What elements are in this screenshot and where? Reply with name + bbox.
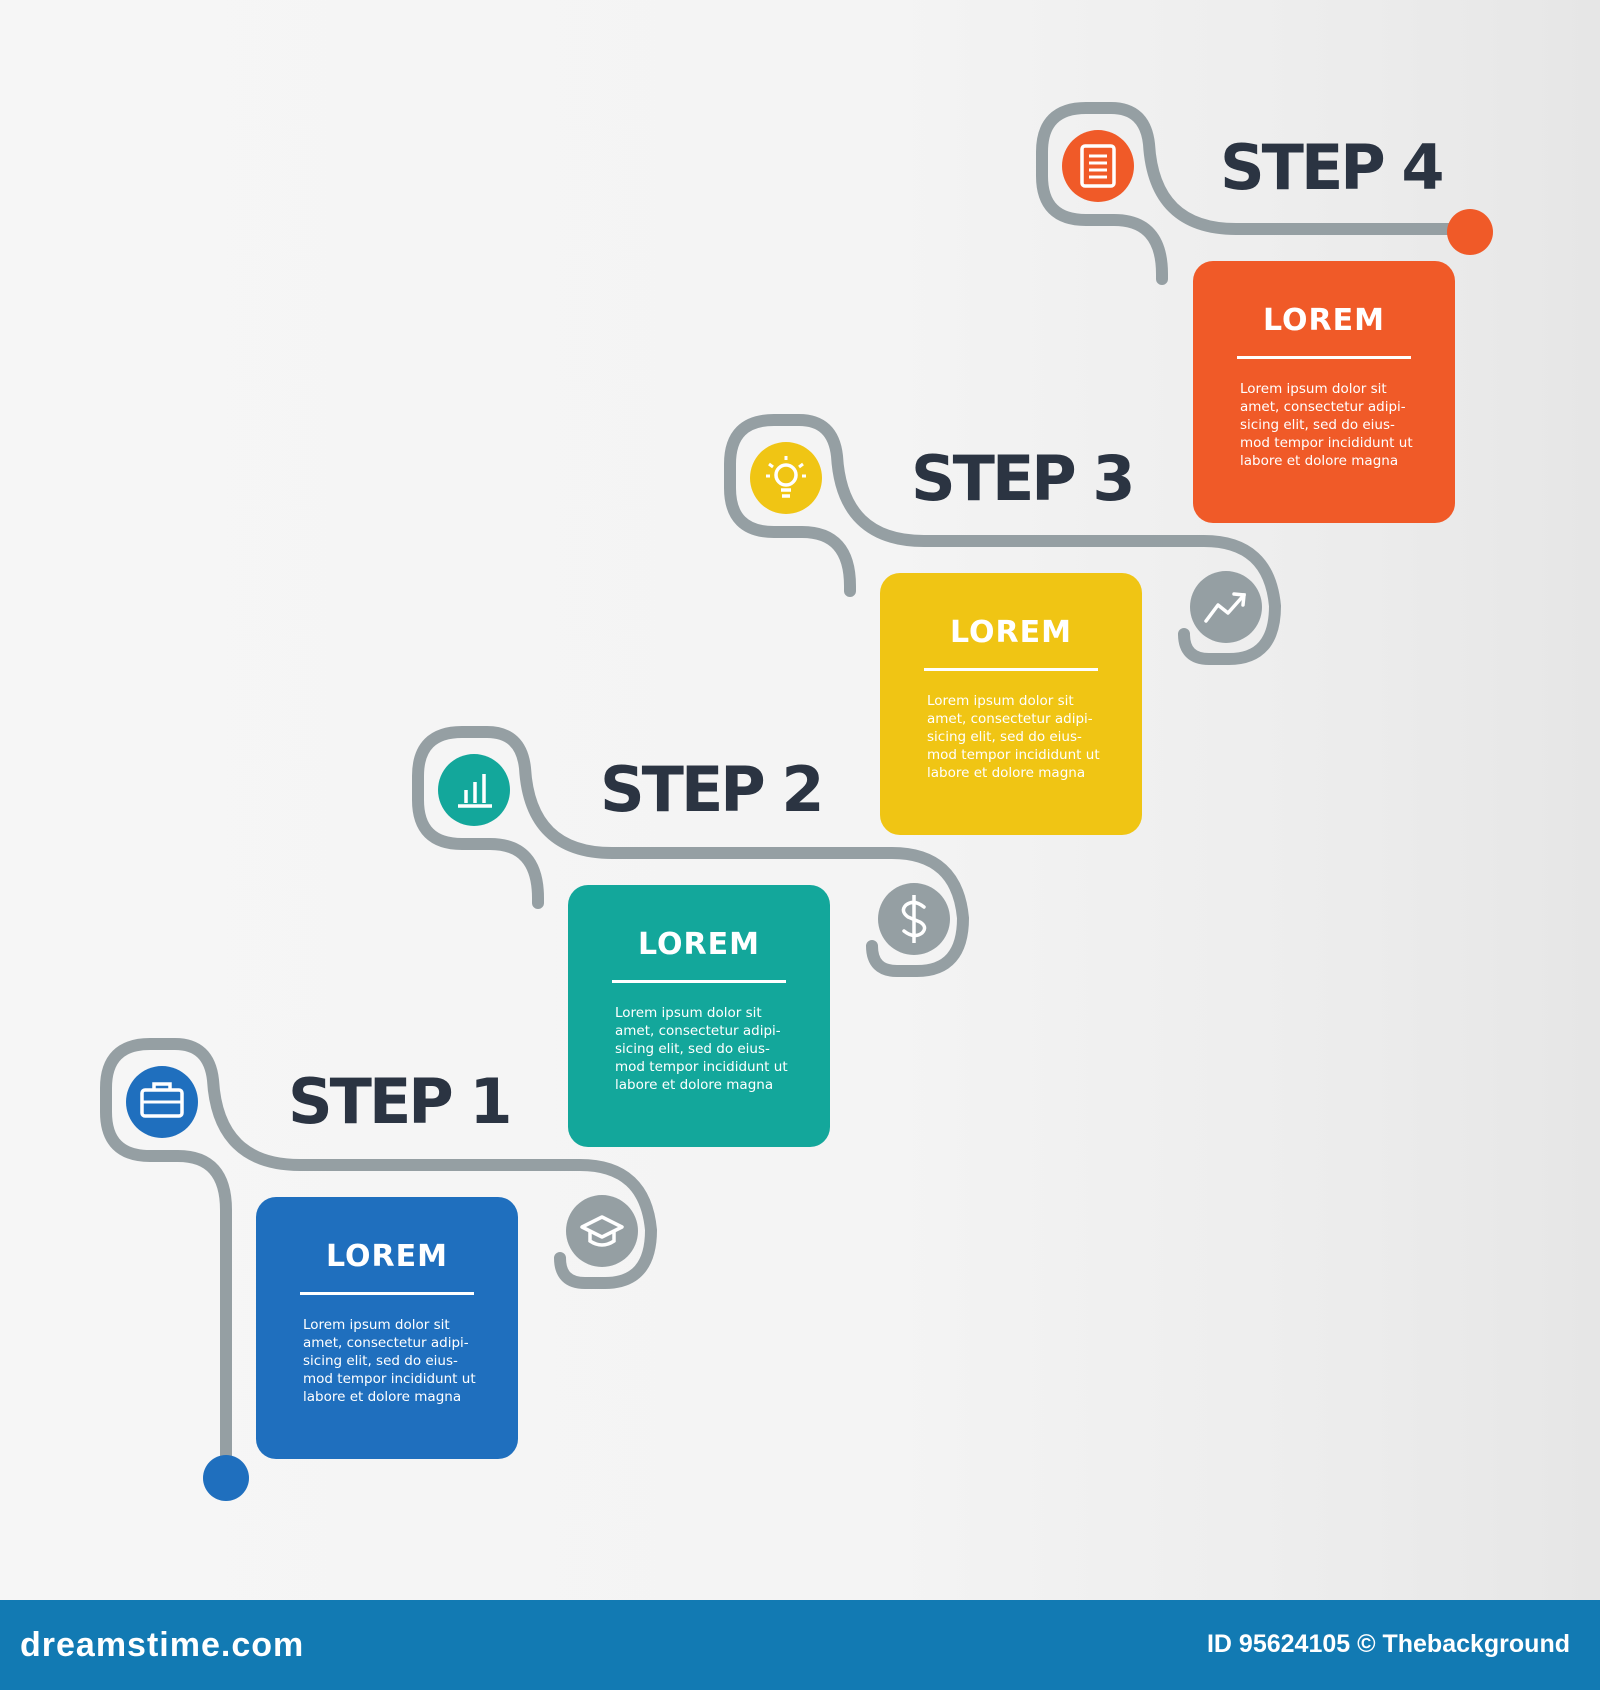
step-1-card-text: Lorem ipsum dolor sit amet, consectetur … [303,1317,476,1405]
diagram-connectors [100,102,1493,1501]
step-3-card-divider [924,668,1098,671]
step-1-card-divider [300,1292,474,1295]
step-2-card-divider [612,980,786,983]
step-4-title: STEP 4 [1220,131,1444,204]
step-3-lightbulb-icon [750,442,822,514]
step-4-document-icon [1062,130,1134,202]
step-3-card-text: Lorem ipsum dolor sit amet, consectetur … [927,693,1100,781]
step-4-connector-line [1036,102,1476,285]
step-3-title: STEP 3 [911,442,1135,515]
step-1-card-title: LOREM [326,1239,448,1274]
step-3-card-title: LOREM [950,615,1072,650]
step-1-connector-line [100,1038,657,1484]
step-1-briefcase-icon [126,1066,198,1138]
step-4-card-title: LOREM [1263,303,1385,338]
step-4-card-divider [1237,356,1411,359]
step-4-card: LOREM Lorem ipsum dolor sit amet, consec… [1193,261,1455,523]
step-2-title: STEP 2 [600,753,824,826]
step-3-connector-trend-arrow-icon [1190,571,1262,643]
step-2-connector-dollar-icon [878,883,950,955]
footer-image-id: ID 95624105 © Thebackground [1206,1630,1570,1658]
step-2-card-text: Lorem ipsum dolor sit amet, consectetur … [615,1005,788,1093]
footer-logo[interactable]: dreamstime.com [20,1626,305,1664]
step-1-title: STEP 1 [288,1065,512,1138]
end-dot [1447,209,1493,255]
step-2-card: LOREM Lorem ipsum dolor sit amet, consec… [568,885,830,1147]
step-2-bar-chart-icon [438,754,510,826]
step-3-connector-line [724,414,1281,665]
step-2-card-title: LOREM [638,927,760,962]
step-1-connector-graduation-cap-icon [566,1195,638,1267]
step-2-connector-line [412,726,969,977]
process-diagram: STEP 1 STEP 2 STEP 3 STEP 4 LOREM Lorem … [100,102,1493,1501]
step-3-card: LOREM Lorem ipsum dolor sit amet, consec… [880,573,1142,835]
footer-bar: dreamstime.com ID 95624105 © Thebackgrou… [0,1600,1600,1690]
start-dot [203,1455,249,1501]
step-1-card: LOREM Lorem ipsum dolor sit amet, consec… [256,1197,518,1459]
step-4-card-text: Lorem ipsum dolor sit amet, consectetur … [1240,381,1413,469]
